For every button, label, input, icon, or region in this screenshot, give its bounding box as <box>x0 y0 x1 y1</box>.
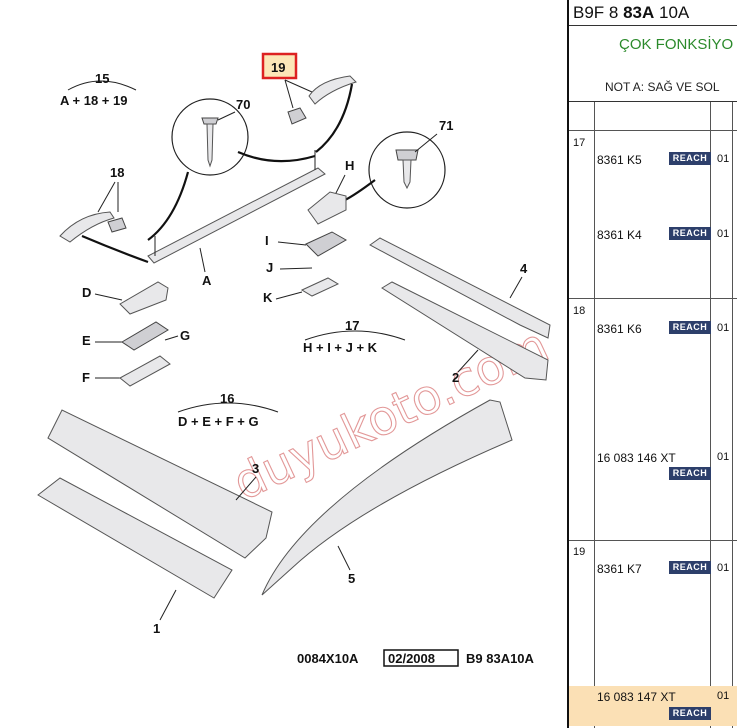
reach-badge: REACH <box>669 321 711 334</box>
part-H <box>307 191 347 225</box>
callout-J: J <box>266 260 273 275</box>
panel-header: B9F 8 83A 10A <box>569 0 737 26</box>
callout-2: 2 <box>452 370 459 385</box>
panel-note: NOT A: SAĞ VE SOL <box>569 66 737 102</box>
part-2-bracket <box>381 281 549 381</box>
callout-K: K <box>263 290 273 305</box>
reach-badge: REACH <box>669 707 711 720</box>
part-5-side-rail <box>261 399 513 596</box>
callout-4: 4 <box>520 261 528 276</box>
callout-A: A <box>202 273 212 288</box>
part-4-bracket <box>369 237 551 339</box>
part-19-clip <box>287 107 307 125</box>
reach-badge: REACH <box>669 561 711 574</box>
callout-E: E <box>82 333 91 348</box>
group-17-id: 17 <box>345 318 359 333</box>
group-16-formula: D + E + F + G <box>178 414 259 429</box>
callout-19-label[interactable]: 19 <box>271 60 285 75</box>
group-15-id: 15 <box>95 71 109 86</box>
part-3-roof-panel <box>47 409 273 559</box>
parts-list-panel: B9F 8 83A 10A ÇOK FONKSİYO NOT A: SAĞ VE… <box>567 0 737 728</box>
part-number[interactable]: 8361 K7 <box>597 562 642 576</box>
parts-diagram: duyukoto.com 19 15 A + 18 + 19 70 71 18 … <box>37 52 557 667</box>
quantity: 01 <box>717 322 730 334</box>
group-number: 18 <box>573 305 586 317</box>
callout-70: 70 <box>236 97 250 112</box>
part-number[interactable]: 16 083 147 XT <box>597 690 676 704</box>
part-number[interactable]: 16 083 146 XT <box>597 451 676 465</box>
callout-18: 18 <box>110 165 124 180</box>
callout-D: D <box>82 285 91 300</box>
part-F <box>119 355 171 387</box>
callout-1: 1 <box>153 621 160 636</box>
part-A-rail <box>147 167 326 264</box>
part-K <box>300 277 340 297</box>
reach-badge: REACH <box>669 152 711 165</box>
callout-3: 3 <box>252 461 259 476</box>
part-number[interactable]: 8361 K4 <box>597 228 642 242</box>
group-17-formula: H + I + J + K <box>303 340 378 355</box>
quantity: 01 <box>717 690 730 702</box>
footer-date: 02/2008 <box>388 651 435 666</box>
callout-I: I <box>265 233 269 248</box>
quantity: 01 <box>717 153 730 165</box>
part-number[interactable]: 8361 K6 <box>597 322 642 336</box>
callout-19-box[interactable] <box>261 52 298 80</box>
panel-subtitle: ÇOK FONKSİYO <box>619 36 734 53</box>
part-18-clip <box>107 217 127 233</box>
group-number: 17 <box>573 137 586 149</box>
part-18-handle <box>59 211 115 243</box>
quantity: 01 <box>717 228 730 240</box>
part-1-roof-frame <box>37 477 233 599</box>
part-I <box>305 231 348 257</box>
part-E <box>121 321 169 351</box>
part-D <box>119 281 169 315</box>
callout-71: 71 <box>439 118 453 133</box>
reach-badge: REACH <box>669 227 711 240</box>
group-number: 19 <box>573 546 586 558</box>
footer-ref: B9 83A10A <box>466 651 535 666</box>
quantity: 01 <box>717 451 730 463</box>
quantity: 01 <box>717 562 730 574</box>
callout-F: F <box>82 370 90 385</box>
group-15-formula: A + 18 + 19 <box>60 93 127 108</box>
part-19-handle <box>308 75 357 105</box>
footer-code: 0084X10A <box>297 651 359 666</box>
callout-G: G <box>180 328 190 343</box>
reach-badge: REACH <box>669 467 711 480</box>
group-16-id: 16 <box>220 391 234 406</box>
callout-H: H <box>345 158 354 173</box>
part-number[interactable]: 8361 K5 <box>597 153 642 167</box>
callout-5: 5 <box>348 571 355 586</box>
